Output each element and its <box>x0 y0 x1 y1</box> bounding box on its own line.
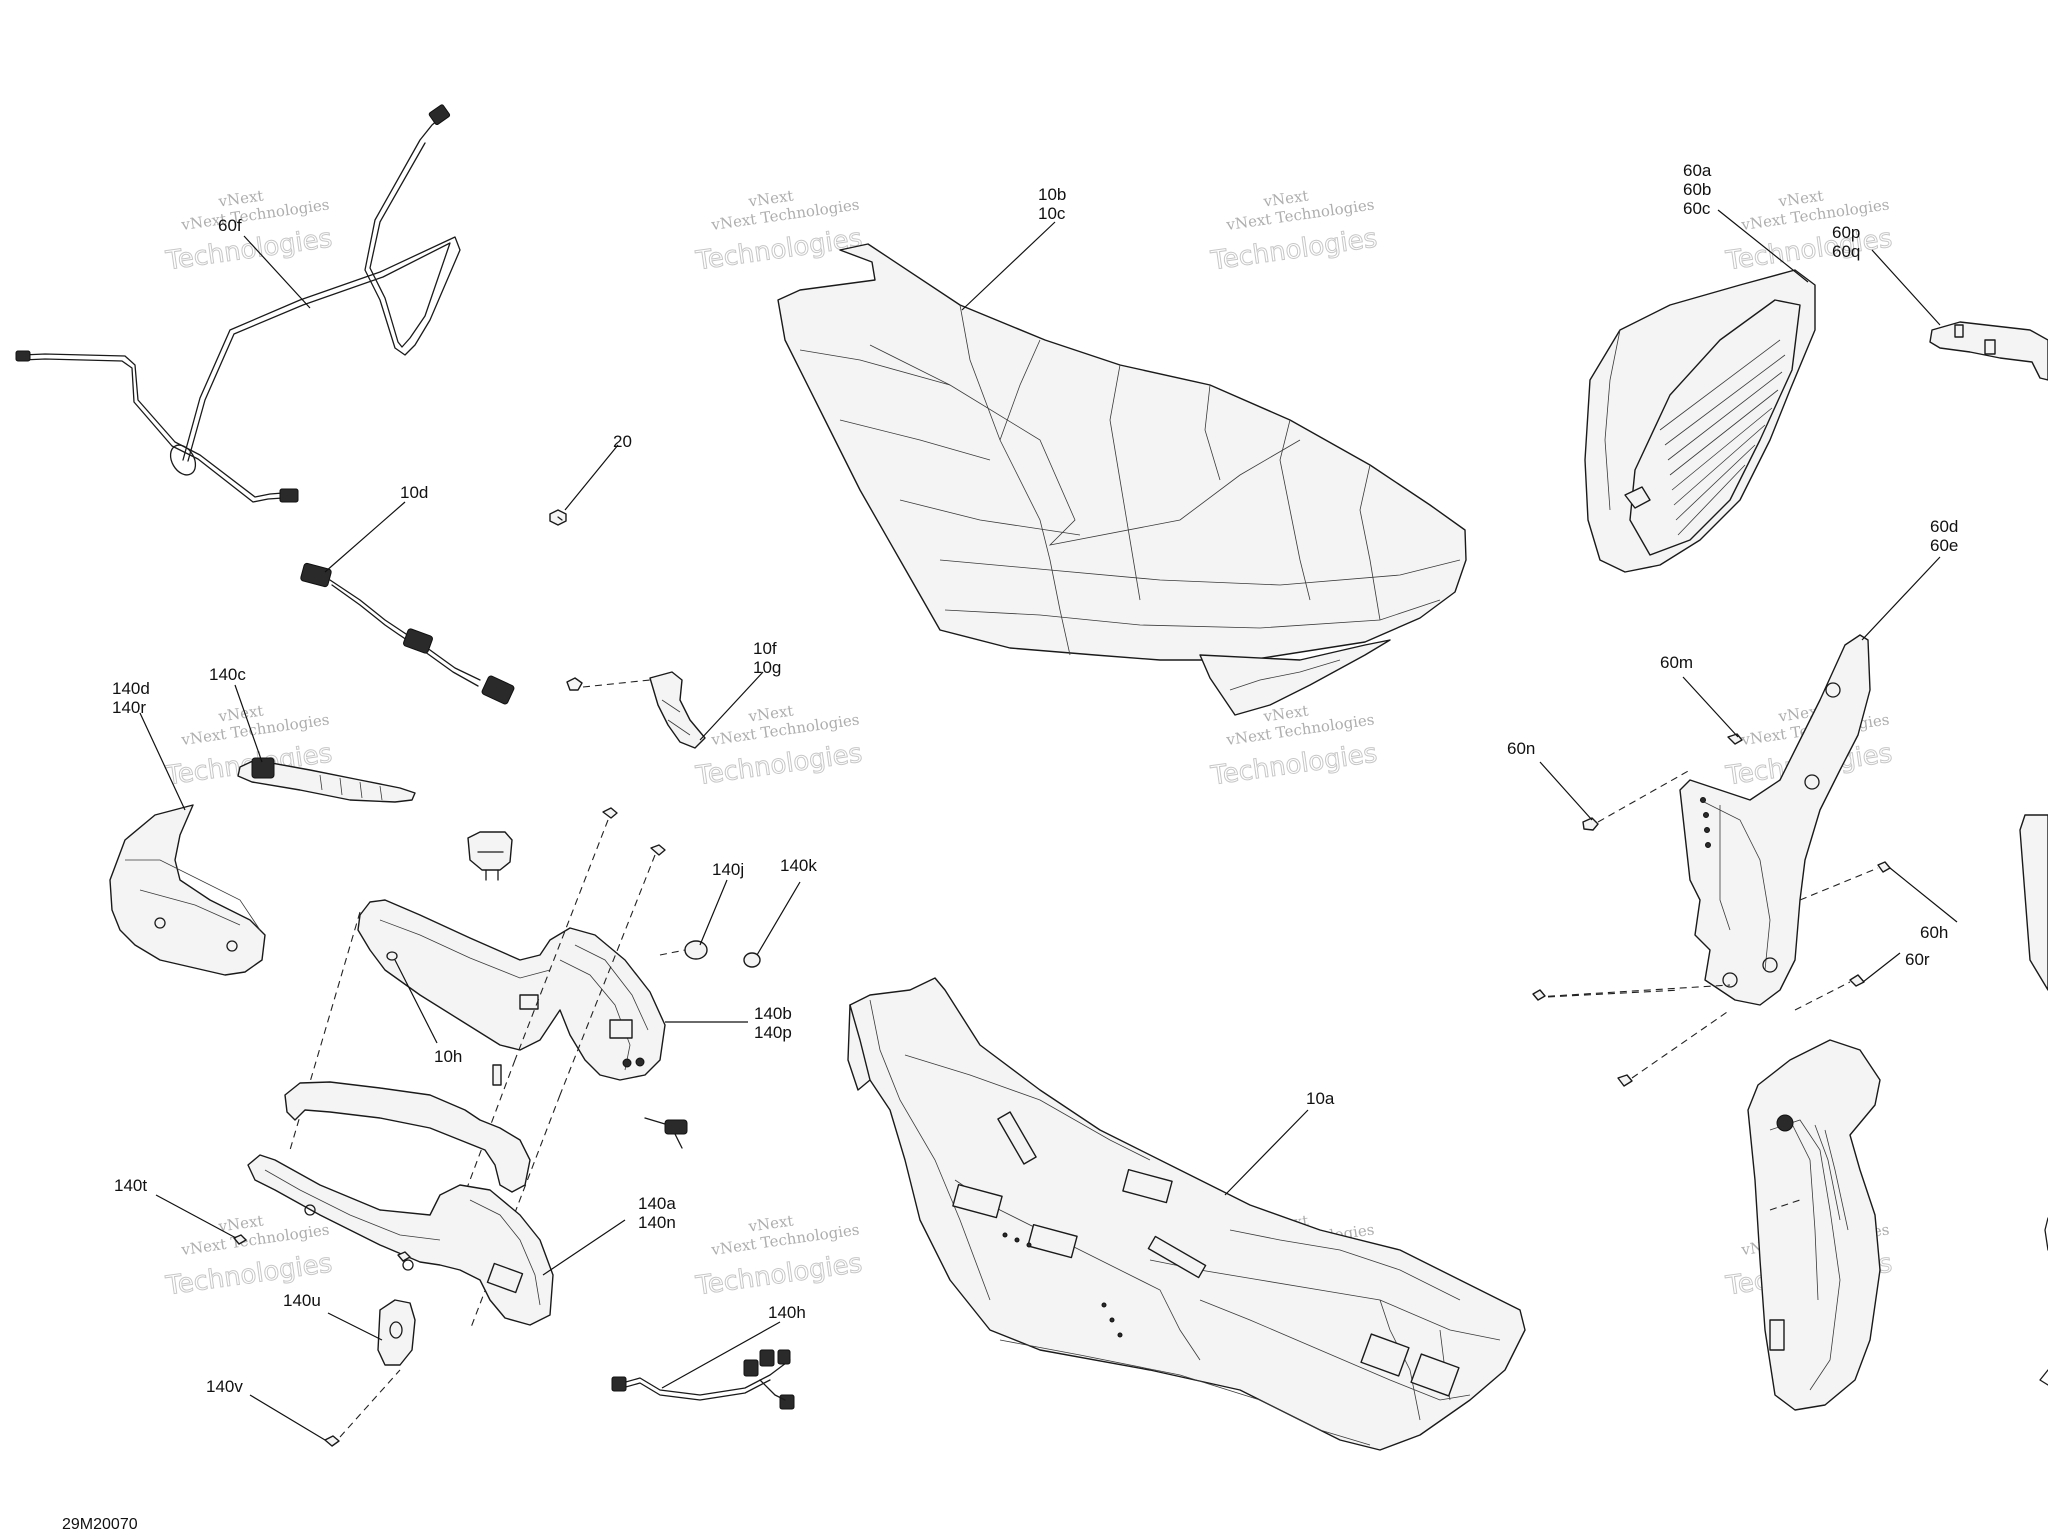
callout-140v: 140v <box>206 1377 243 1396</box>
callout-140h: 140h <box>768 1303 806 1322</box>
part-connector <box>644 1117 688 1149</box>
callout-140b: 140b <box>754 1004 792 1023</box>
leader-lines <box>139 209 1958 1441</box>
part-clip <box>467 831 513 881</box>
watermark-4: vNext vNext Technologies Technologies <box>1723 187 1895 278</box>
callout-60d: 60d <box>1930 517 1958 536</box>
callout-60q: 60q <box>1832 242 1860 261</box>
part-10d-harness <box>300 562 515 705</box>
part-140b-handle <box>357 899 666 1081</box>
callout-60c: 60c <box>1683 199 1711 218</box>
watermark-10: vNext vNext Technologies Technologies <box>693 1212 865 1303</box>
callout-140c: 140c <box>209 665 246 684</box>
part-140k-cap <box>743 952 761 968</box>
watermark-1: vNext vNext Technologies Technologies <box>163 187 335 278</box>
figure-code: 29M20070 <box>62 1516 138 1533</box>
part-140j-cap <box>659 940 708 960</box>
part-10b-seat-cover <box>777 243 1467 716</box>
part-140t-screw <box>233 1234 247 1245</box>
callout-140k: 140k <box>780 856 817 875</box>
watermark-9: vNext vNext Technologies Technologies <box>163 1212 335 1303</box>
callout-60e: 60e <box>1930 536 1958 555</box>
part-right-edge-panel <box>2019 814 2048 1386</box>
callout-60n: 60n <box>1507 739 1535 758</box>
callout-140t: 140t <box>114 1176 147 1195</box>
callout-60r: 60r <box>1905 950 1930 969</box>
callout-20: 20 <box>613 432 632 451</box>
callout-60f: 60f <box>218 216 242 235</box>
callout-140p: 140p <box>754 1023 792 1042</box>
callout-60a: 60a <box>1683 161 1712 180</box>
watermark-6: vNext vNext Technologies Technologies <box>693 702 865 793</box>
callout-60p: 60p <box>1832 223 1860 242</box>
part-60a-backrest <box>1584 269 1816 573</box>
callout-labels: 60f 10b 10c 60a 60b 60c 60p 60q 20 10d 1… <box>112 161 1958 1396</box>
callout-140r: 140r <box>112 698 146 717</box>
callout-140d: 140d <box>112 679 150 698</box>
part-140d-grip-cover <box>109 804 266 976</box>
callout-10h: 10h <box>434 1047 462 1066</box>
callout-140n: 140n <box>638 1213 676 1232</box>
part-20-screw <box>549 509 567 526</box>
callout-60m: 60m <box>1660 653 1693 672</box>
callout-140j: 140j <box>712 860 744 879</box>
callout-60h: 60h <box>1920 923 1948 942</box>
part-60f-harness <box>15 104 461 503</box>
part-140h-harness <box>611 1349 795 1410</box>
part-10f-bracket <box>566 671 706 749</box>
callout-10f: 10f <box>753 639 777 658</box>
callout-140u: 140u <box>283 1291 321 1310</box>
part-140v-screw <box>324 1369 401 1447</box>
part-140a-lower-handle <box>247 1081 554 1326</box>
part-60p-bracket <box>1929 321 2048 381</box>
part-140u-plate <box>377 1251 416 1366</box>
callout-10c: 10c <box>1038 204 1066 223</box>
part-60d-side-panel <box>1532 634 1891 1087</box>
watermark-7: vNext vNext Technologies Technologies <box>1208 702 1380 793</box>
callout-140a: 140a <box>638 1194 676 1213</box>
part-10a-seat-base <box>847 977 1526 1451</box>
callout-10b: 10b <box>1038 185 1066 204</box>
callout-10g: 10g <box>753 658 781 677</box>
callout-60b: 60b <box>1683 180 1711 199</box>
watermark-2: vNext vNext Technologies Technologies <box>693 187 865 278</box>
part-140c-strip <box>237 757 416 803</box>
watermark-3: vNext vNext Technologies Technologies <box>1208 187 1380 278</box>
part-rear-handle-right <box>1747 1039 1881 1411</box>
callout-10d: 10d <box>400 483 428 502</box>
callout-10a: 10a <box>1306 1089 1335 1108</box>
